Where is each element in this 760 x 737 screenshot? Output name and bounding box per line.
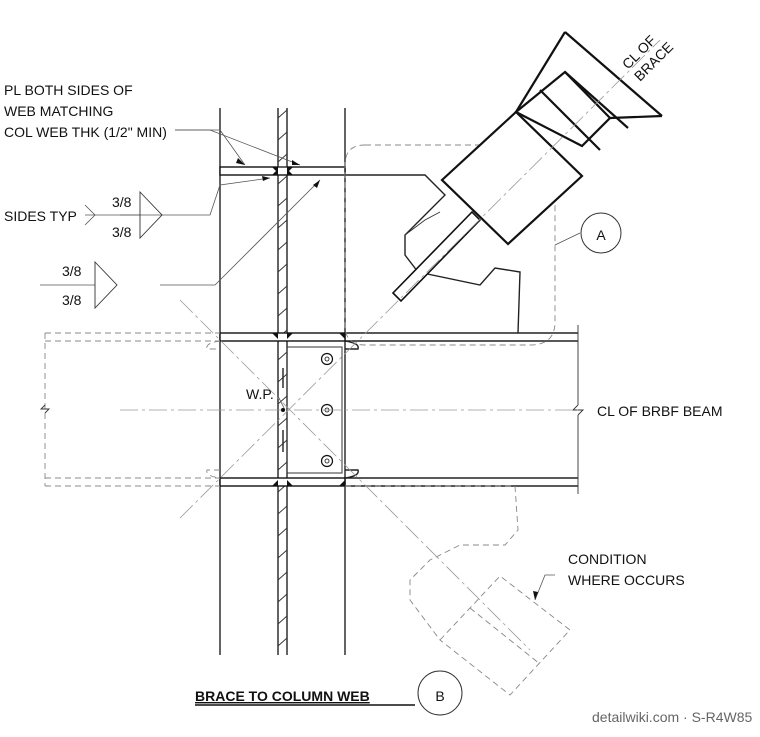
work-point [281,368,285,452]
detail-b-bubble: B [417,670,463,716]
detail-a-label: A [596,227,606,243]
upper-brace [179,31,663,519]
brace-core-plate [391,210,482,303]
lower-brace-condition [179,299,571,696]
bottom-cope [344,469,359,479]
weld-symbols [40,190,163,310]
condition-line1: CONDITION [568,551,647,567]
bolt-bottom [320,454,334,468]
cl-brbf-beam-label: CL OF BRBF BEAM [597,403,723,419]
top-stiffener-plate [219,166,346,176]
lower-brace-centerline [179,299,531,651]
wp-label: W.P. [246,386,274,402]
brace-casing [440,110,584,246]
condition-line2: WHERE OCCURS [568,572,685,588]
beam-bottom-stiffener-plate [219,477,346,487]
cl-brace-label: CL OF BRACE [619,32,676,84]
top-cope [344,340,359,350]
note-pl-line2: WEB MATCHING [4,103,113,119]
weld-size-top-upper: 3/8 [112,194,132,210]
fillet-weld-symbol-mid [94,260,118,310]
fillet-weld-symbol-top [139,190,163,240]
detail-a-bubble: A [580,212,622,254]
weld-size-mid-lower: 3/8 [62,292,82,308]
weld-size-mid-upper: 3/8 [62,263,82,279]
brace-centerline [179,39,661,519]
leaders [120,129,581,601]
watermark: detailwiki.com · S-R4W85 [592,709,752,725]
left-beam-break-mark [39,404,51,414]
brace-end-line [564,31,663,117]
beam-top-stiffener-plate [219,332,346,342]
note-pl-line3: COL WEB THK (1/2" MIN) [4,124,167,140]
weld-marks [272,167,345,486]
weld-tail-top [84,204,96,226]
drawing-title: BRACE TO COLUMN WEB [195,688,370,704]
detail-b-label: B [435,688,444,704]
sides-typ-label: SIDES TYP [4,208,77,224]
column-web-hatch [277,109,288,647]
brbf-beam [39,325,585,494]
note-pl-line1: PL BOTH SIDES OF [4,82,133,98]
weld-size-top-lower: 3/8 [112,224,132,240]
column [219,108,346,655]
bolt-top [320,352,334,366]
gusset-plate-outline [345,174,521,334]
